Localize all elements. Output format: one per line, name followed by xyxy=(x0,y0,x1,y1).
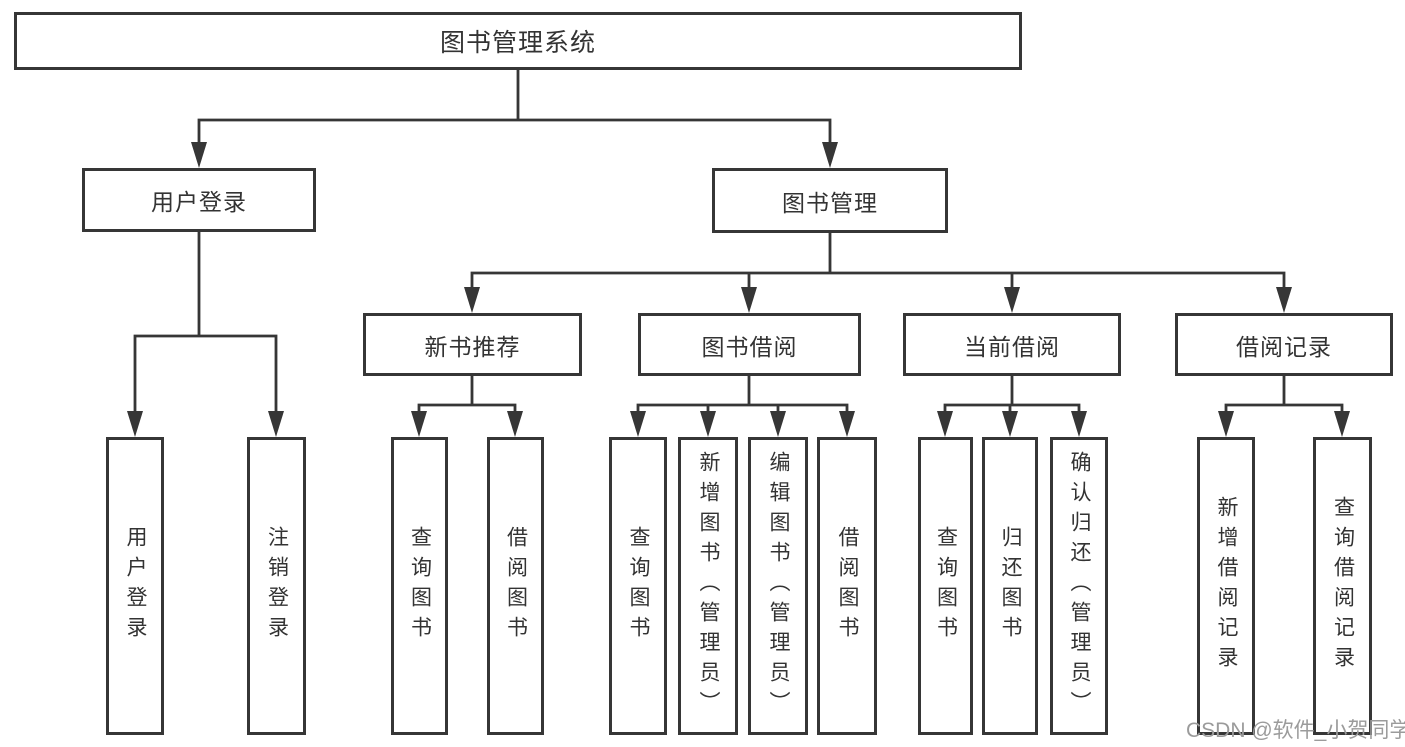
leaf-logout: 注销登录 xyxy=(247,437,306,735)
leaf-query-borrow-record: 查询借阅记录 xyxy=(1313,437,1372,735)
node-book-borrowing: 图书借阅 xyxy=(638,313,861,376)
leaf-confirm-return-admin: 确认归还（管理员） xyxy=(1050,437,1108,735)
leaf-user-login: 用户登录 xyxy=(106,437,164,735)
node-label: 图书管理系统 xyxy=(439,29,596,57)
node-label: 查询图书 xyxy=(408,526,432,646)
node-label: 借阅记录 xyxy=(1236,333,1332,360)
leaf-edit-books-admin: 编辑图书（管理员） xyxy=(748,437,808,735)
node-label: 图书管理 xyxy=(782,189,878,216)
csdn-watermark: CSDN @软件_小贺同学 xyxy=(1186,719,1405,742)
node-label: 用户登录 xyxy=(151,189,247,215)
node-book-management: 图书管理 xyxy=(712,168,948,233)
leaf-borrow-books-recommend: 借阅图书 xyxy=(487,437,544,735)
node-current-borrowing: 当前借阅 xyxy=(903,313,1121,376)
node-label: 用户登录 xyxy=(124,526,147,646)
leaf-borrow-books-borrowing: 借阅图书 xyxy=(817,437,877,735)
node-label: 注销登录 xyxy=(265,526,289,646)
arrowheads xyxy=(127,142,1350,437)
leaf-return-books: 归还图书 xyxy=(982,437,1038,735)
node-label: 确认归还（管理员） xyxy=(1068,451,1091,721)
node-label: 编辑图书（管理员） xyxy=(767,451,790,721)
node-label: 查询图书 xyxy=(934,526,958,646)
node-label: 借阅图书 xyxy=(836,526,859,646)
node-label: 当前借阅 xyxy=(964,333,1060,360)
node-label: 借阅图书 xyxy=(504,526,528,646)
node-label: 图书借阅 xyxy=(701,333,798,360)
node-user-login: 用户登录 xyxy=(82,168,316,232)
node-label: 查询借阅记录 xyxy=(1331,496,1355,676)
leaf-query-books-borrowing: 查询图书 xyxy=(609,437,667,735)
leaf-add-books-admin: 新增图书（管理员） xyxy=(678,437,738,735)
node-label: 新增图书（管理员） xyxy=(697,451,720,721)
node-label: 归还图书 xyxy=(999,526,1022,646)
node-new-book-recommend: 新书推荐 xyxy=(363,313,582,376)
leaf-query-books-recommend: 查询图书 xyxy=(391,437,448,735)
node-label: 查询图书 xyxy=(627,526,650,646)
leaf-add-borrow-record: 新增借阅记录 xyxy=(1197,437,1255,735)
node-label: 新书推荐 xyxy=(424,333,521,360)
node-borrowing-records: 借阅记录 xyxy=(1175,313,1393,376)
leaf-query-books-current: 查询图书 xyxy=(918,437,973,735)
node-label: 新增借阅记录 xyxy=(1215,496,1238,676)
node-library-system: 图书管理系统 xyxy=(14,12,1022,70)
